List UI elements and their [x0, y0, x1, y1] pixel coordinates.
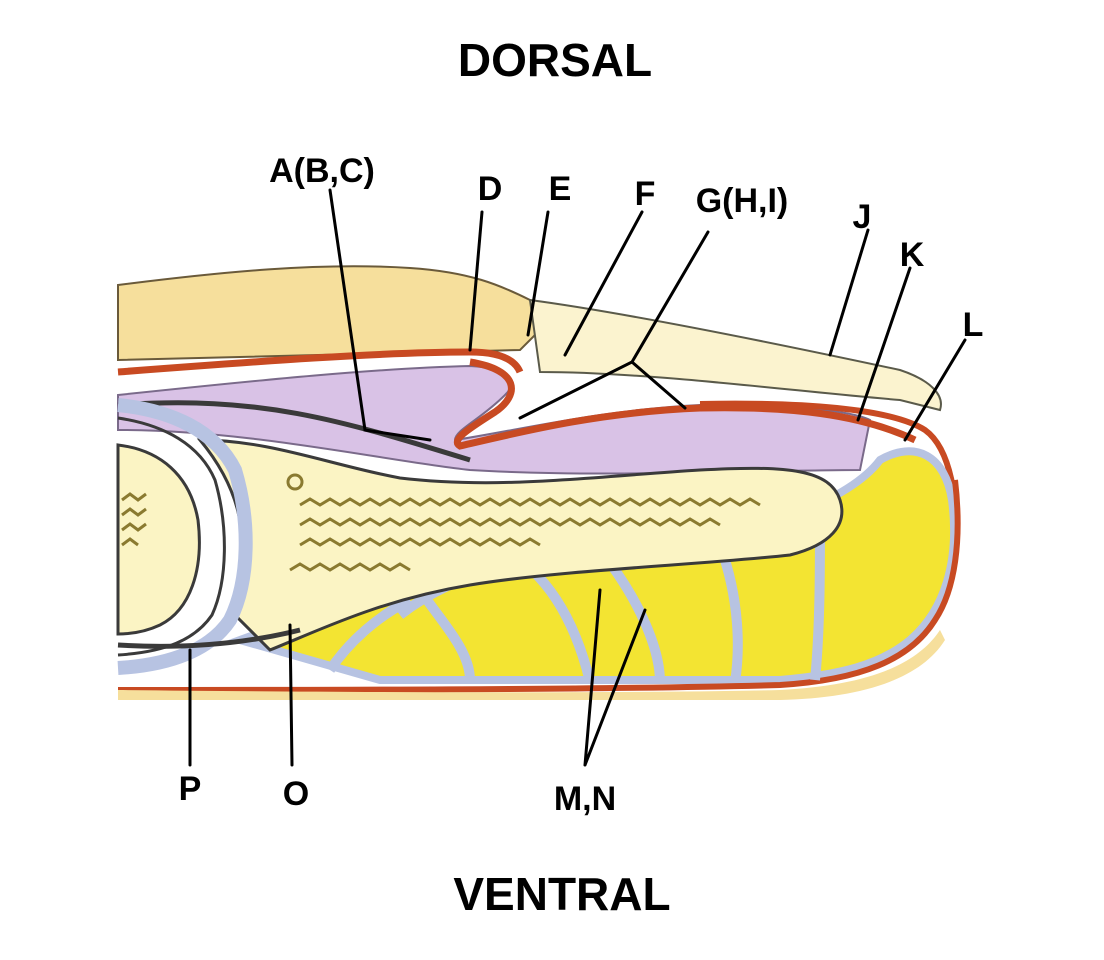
dorsal-label: DORSAL: [458, 34, 652, 86]
label-g-h-i: G(H,I): [696, 182, 789, 220]
finger-tip-illustration: [118, 266, 958, 700]
label-l: L: [963, 306, 984, 344]
label-o: O: [283, 775, 309, 813]
label-p: P: [179, 770, 202, 808]
label-j: J: [853, 198, 872, 236]
label-a-b-c: A(B,C): [269, 152, 375, 190]
label-k: K: [900, 236, 925, 274]
ventral-label: VENTRAL: [453, 868, 670, 920]
leader-j: [830, 230, 868, 355]
leader-o: [290, 625, 292, 765]
label-m-n: M,N: [554, 780, 616, 818]
label-f: F: [635, 175, 656, 213]
label-d: D: [478, 170, 503, 208]
label-e: E: [549, 170, 572, 208]
